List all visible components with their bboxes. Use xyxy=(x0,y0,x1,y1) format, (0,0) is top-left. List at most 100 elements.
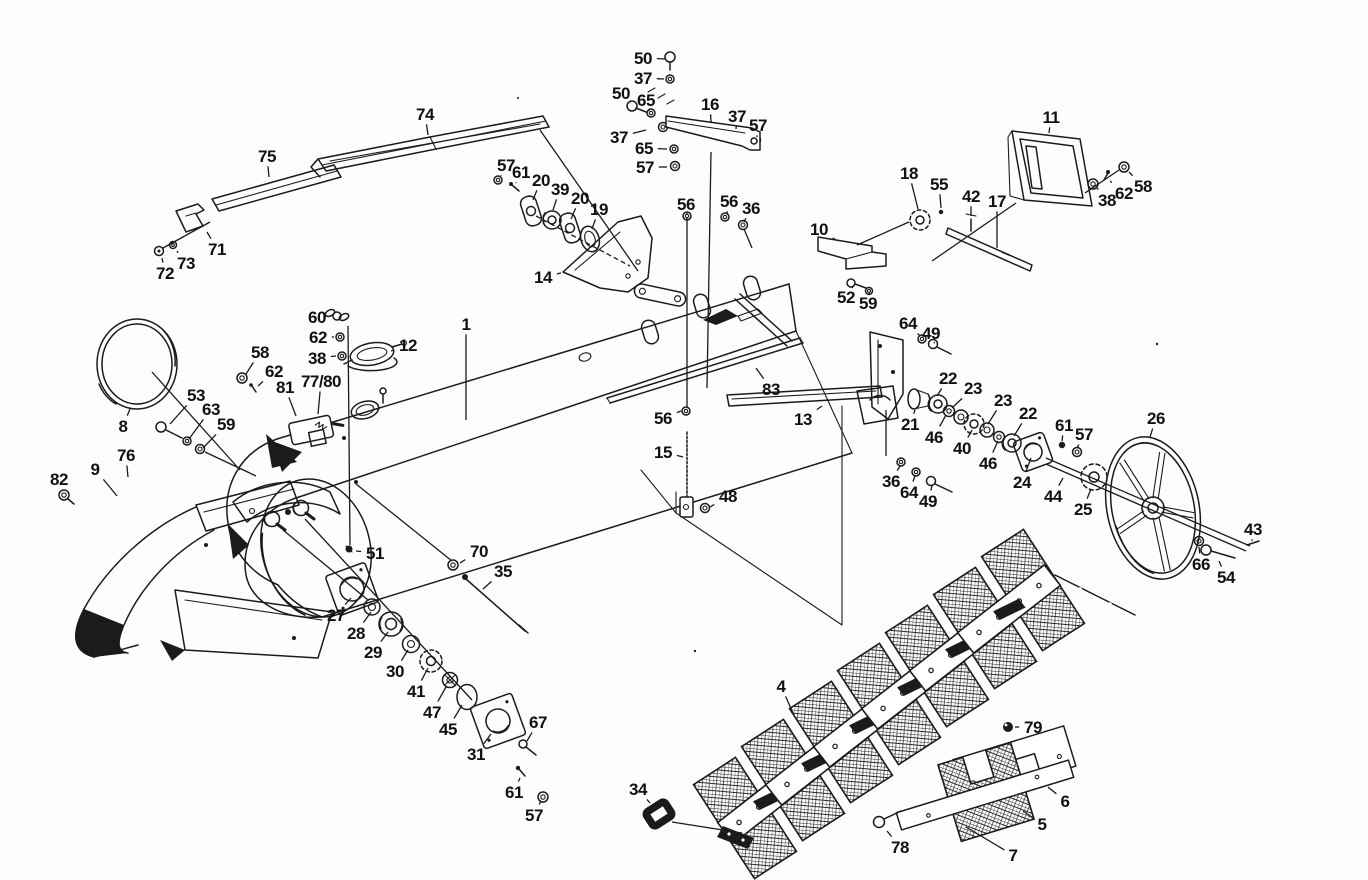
bearing-train-right xyxy=(907,388,1108,491)
part-label-61: 61 xyxy=(1055,416,1073,435)
part-label-20: 20 xyxy=(532,171,550,190)
leader-line xyxy=(552,199,558,211)
leader-line xyxy=(1149,428,1154,438)
part-label-82: 82 xyxy=(50,470,68,489)
cover-12 xyxy=(343,339,408,372)
leader-line xyxy=(517,777,521,782)
housing-lug xyxy=(263,499,316,532)
part-label-78: 78 xyxy=(891,838,909,857)
part-label-71: 71 xyxy=(208,240,226,259)
part-label-57: 57 xyxy=(749,116,767,135)
leader-line xyxy=(176,250,179,254)
leader-line xyxy=(1109,180,1113,184)
part-label-63: 63 xyxy=(202,400,220,419)
part-label-61: 61 xyxy=(505,783,523,802)
bolt-78 xyxy=(872,810,902,829)
part-label-46: 46 xyxy=(979,454,997,473)
leader-line xyxy=(267,166,270,178)
part-label-50: 50 xyxy=(634,49,652,68)
leader-line xyxy=(591,219,597,230)
leader-line xyxy=(161,257,164,263)
leader-line xyxy=(532,190,538,201)
leader-line xyxy=(288,397,297,417)
part-label-40: 40 xyxy=(953,439,971,458)
part-label-49: 49 xyxy=(919,492,937,511)
part-label-20: 20 xyxy=(571,189,589,208)
bolt-82 xyxy=(58,489,75,505)
leader-line xyxy=(206,231,212,240)
part-label-17: 17 xyxy=(988,192,1006,211)
bolt-72 xyxy=(153,245,165,257)
leader-line xyxy=(832,237,837,241)
leader-line xyxy=(913,409,916,414)
leader-line xyxy=(951,397,963,409)
top-rail-74 xyxy=(310,115,550,178)
part-label-57: 57 xyxy=(497,156,515,175)
strip-7 xyxy=(895,759,1075,831)
part-label-79: 79 xyxy=(1024,718,1042,737)
part-label-67: 67 xyxy=(529,713,547,732)
part-label-60: 60 xyxy=(308,308,326,327)
leader-line xyxy=(987,410,998,425)
leader-line xyxy=(483,733,492,744)
part-label-72: 72 xyxy=(156,264,174,283)
leader-line xyxy=(1076,444,1080,449)
ball-79 xyxy=(1003,722,1013,732)
leader-line xyxy=(482,580,492,590)
speck xyxy=(1155,342,1159,346)
bolt-set-53 xyxy=(155,421,206,455)
leader-line xyxy=(939,194,942,209)
part-label-50: 50 xyxy=(612,84,630,103)
leader-line xyxy=(380,631,389,642)
leader-line xyxy=(362,611,372,623)
part-label-49: 49 xyxy=(922,324,940,343)
leader-line xyxy=(1086,488,1092,499)
leader-line xyxy=(912,475,916,482)
leader-line xyxy=(202,433,217,449)
leader-line xyxy=(245,362,254,375)
leader-line xyxy=(355,550,362,553)
part-label-75: 75 xyxy=(258,147,276,166)
leader-line xyxy=(965,826,1005,851)
bearing-set-left xyxy=(493,175,601,253)
leader-line xyxy=(1025,457,1032,472)
leader-line xyxy=(933,341,936,344)
frame-11 xyxy=(1007,130,1093,207)
part-label-51: 51 xyxy=(366,544,384,563)
leader-line xyxy=(453,704,463,719)
part-label-11: 11 xyxy=(1043,108,1060,127)
part-label-62: 62 xyxy=(309,328,327,347)
part-label-55: 55 xyxy=(930,175,948,194)
part-label-30: 30 xyxy=(386,662,404,681)
part-label-12: 12 xyxy=(399,336,417,355)
part-label-65: 65 xyxy=(637,91,655,110)
part-label-76: 76 xyxy=(117,446,135,465)
part-label-18: 18 xyxy=(900,164,918,183)
leader-line xyxy=(344,597,352,606)
leader-line xyxy=(1047,786,1057,795)
part-label-26: 26 xyxy=(1147,409,1165,428)
leader-line xyxy=(126,465,129,478)
bottom-panel-outline xyxy=(640,405,843,626)
part-label-31: 31 xyxy=(467,745,485,764)
support-bar-16 xyxy=(665,115,761,151)
pulley-wheel-26 xyxy=(1104,436,1202,580)
part-label-16: 16 xyxy=(701,95,719,114)
leader-line xyxy=(257,380,264,387)
part-label-21: 21 xyxy=(901,415,919,434)
strap-76 xyxy=(232,481,341,523)
leader-line xyxy=(459,559,466,564)
part-label-66: 66 xyxy=(1192,555,1210,574)
part-label-47: 47 xyxy=(423,703,441,722)
slide-rail-83 xyxy=(606,337,804,404)
leader-line xyxy=(390,349,395,352)
part-label-44: 44 xyxy=(1044,487,1063,506)
part-label-22: 22 xyxy=(939,369,957,388)
leader-line xyxy=(526,732,533,742)
leader-line xyxy=(317,391,321,415)
part-label-62: 62 xyxy=(1115,184,1133,203)
axle-hardware xyxy=(1193,535,1260,559)
part-label-57: 57 xyxy=(525,806,543,825)
